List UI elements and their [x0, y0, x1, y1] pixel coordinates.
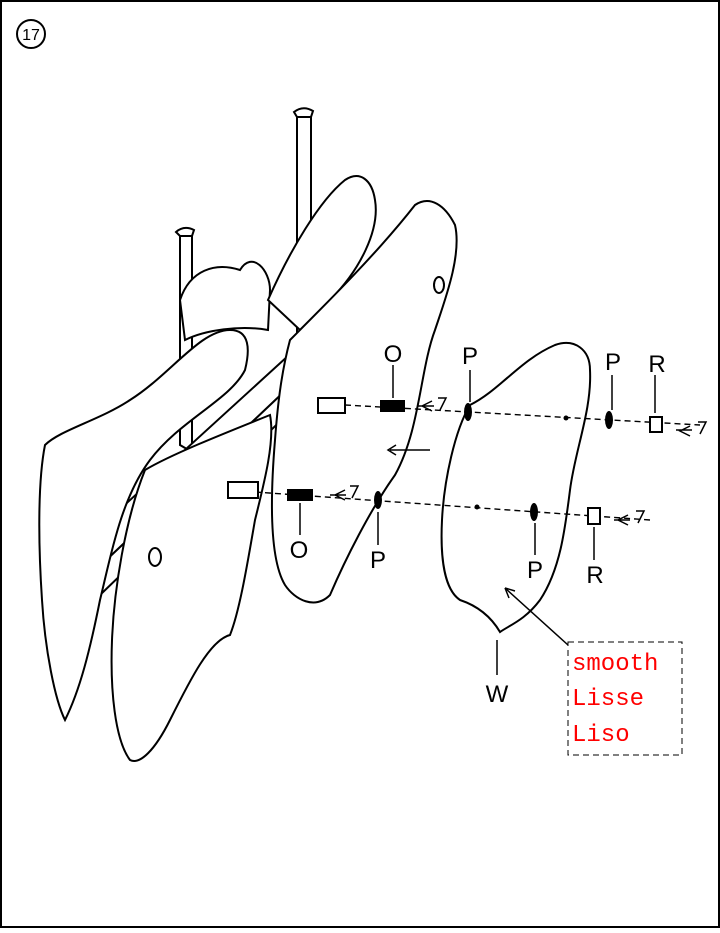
- part-label-o-upper: O: [384, 341, 403, 368]
- note-box: smooth Lisse Liso: [567, 641, 683, 756]
- panel-back-far: [178, 260, 272, 342]
- upper-washer-p-right: [605, 411, 613, 429]
- part-label-r-lower: R: [586, 562, 603, 589]
- part-label-p-lower-left: P: [370, 547, 386, 574]
- step-number-badge: 17: [16, 19, 46, 49]
- upper-spring-o: [380, 400, 405, 412]
- lower-bolt-sleeve: [227, 481, 259, 499]
- lower-hardware: [227, 481, 651, 526]
- panel-right-w: [440, 342, 592, 634]
- panel-front-left: [110, 413, 273, 762]
- upper-bolt-sleeve: [317, 397, 346, 414]
- note-line-lisse: Lisse: [572, 686, 644, 713]
- note-line-smooth: smooth: [572, 651, 658, 678]
- lower-cap-r: [587, 507, 601, 525]
- upper-wrench-left: [418, 397, 448, 412]
- panel-left-rear: [38, 328, 249, 723]
- step-number: 17: [22, 27, 40, 44]
- part-label-r-upper: R: [648, 351, 665, 378]
- part-label-p-lower-right: P: [527, 557, 543, 584]
- panel-front-left-hole: [148, 547, 163, 567]
- lower-spring-o: [287, 489, 313, 501]
- lower-washer-p-right: [530, 503, 538, 521]
- upper-cap-r: [649, 416, 663, 433]
- lower-washer-p-left: [374, 491, 382, 509]
- part-label-o-lower: O: [290, 537, 309, 564]
- upper-wrench-right: [676, 421, 708, 437]
- panel-middle-hole: [433, 276, 446, 294]
- lower-panel-hole: [474, 504, 480, 510]
- panel-back-mid: [266, 175, 377, 332]
- panel-middle: [271, 200, 458, 604]
- note-box-border: [567, 641, 683, 756]
- upper-hardware: [317, 397, 708, 456]
- lower-wrench-right: [614, 510, 646, 526]
- part-label-p-upper-right: P: [605, 349, 621, 376]
- middle-arrow: [386, 444, 430, 456]
- upper-washer-p-left: [464, 403, 472, 421]
- upper-panel-hole: [563, 415, 569, 421]
- part-label-w: W: [486, 681, 509, 708]
- leader-lines: [299, 365, 656, 675]
- part-label-p-upper-left: P: [462, 343, 478, 370]
- step-number-circle: [16, 19, 46, 49]
- note-line-liso: Liso: [572, 722, 630, 749]
- lower-wrench-left: [330, 485, 360, 501]
